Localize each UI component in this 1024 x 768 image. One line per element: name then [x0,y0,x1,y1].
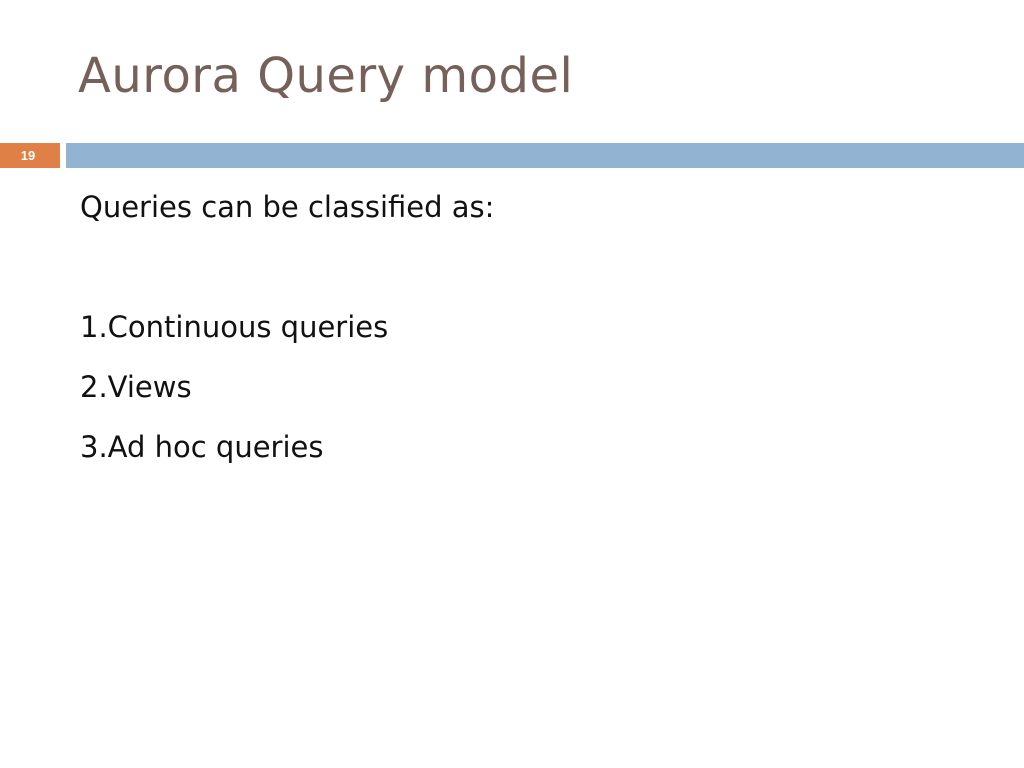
list-item: 1.Continuous queries [80,310,389,344]
list-item: 3.Ad hoc queries [80,430,324,464]
title-rule-bar [66,143,1024,168]
list-item: 2.Views [80,370,192,404]
query-types-list: 1.Continuous queries 2.Views 3.Ad hoc qu… [80,313,388,493]
intro-text: Queries can be classified as: [80,190,495,224]
slide-number: 19 [20,148,36,163]
slide-body: Queries can be classified as: 1.Continuo… [80,190,495,462]
slide-title: Aurora Query model [78,48,574,104]
slide-number-badge: 19 [0,143,60,168]
